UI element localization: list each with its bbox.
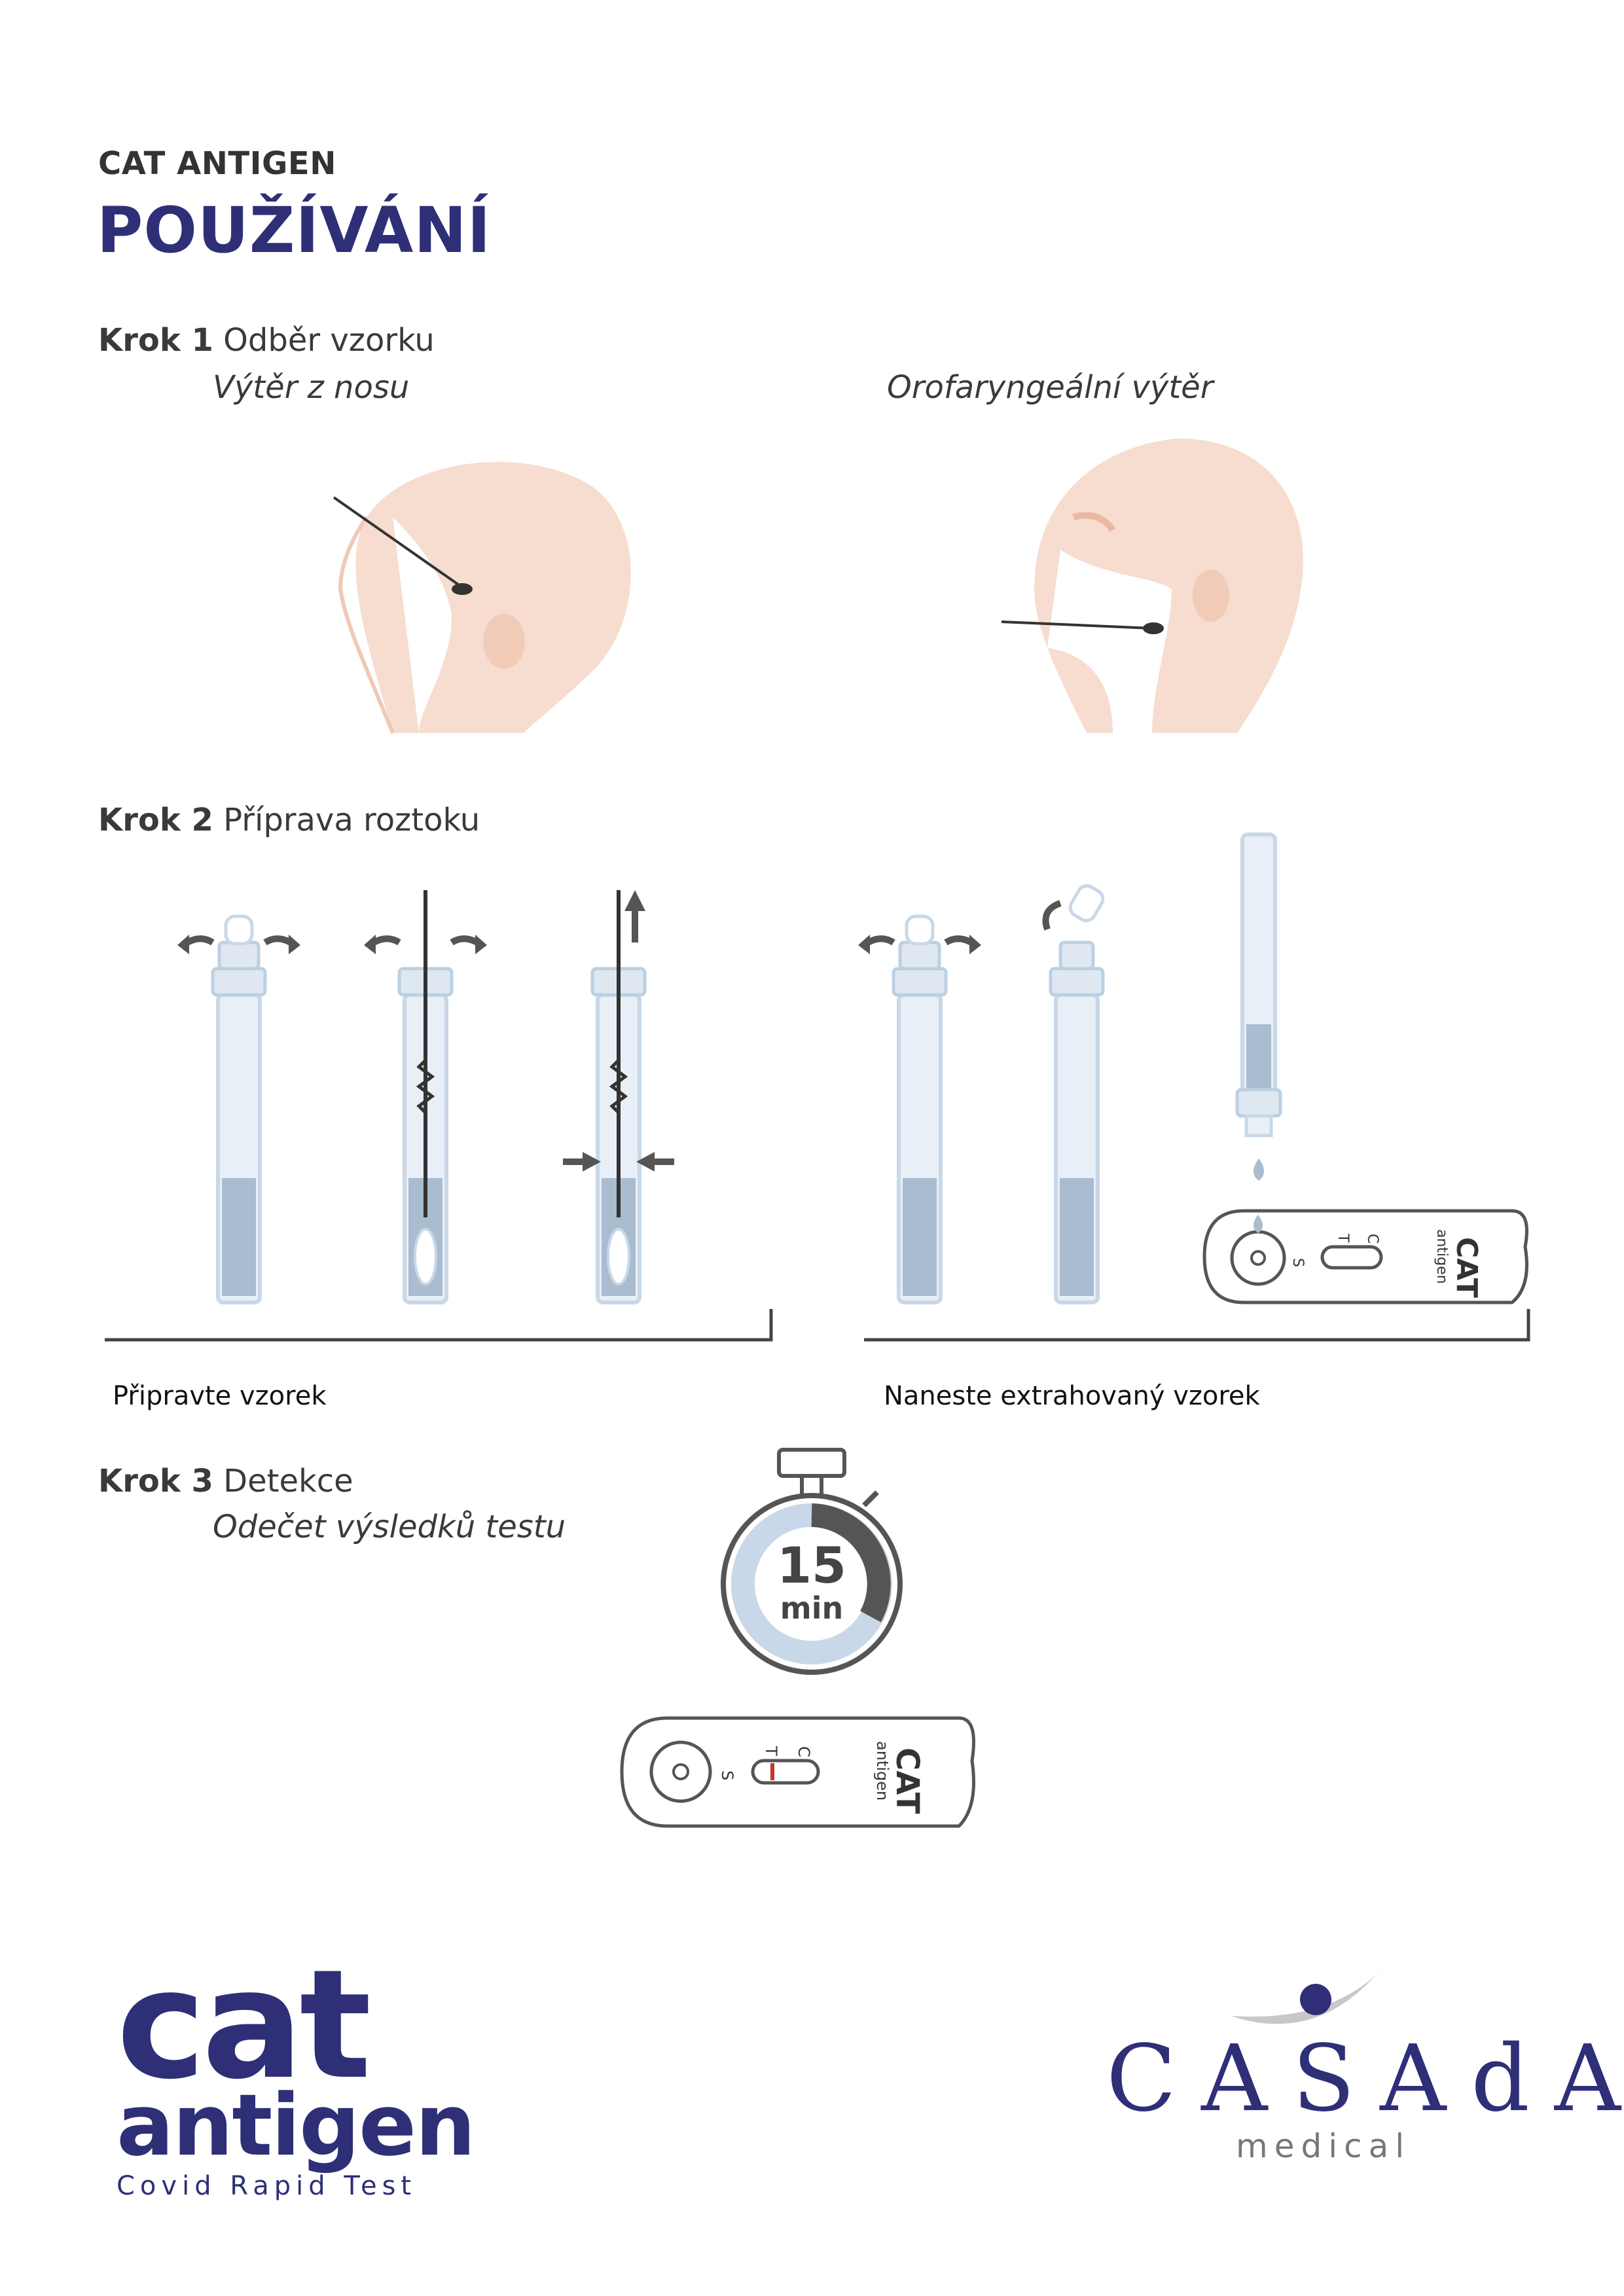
timer-unit: min xyxy=(780,1590,843,1626)
nasal-swab-illustration xyxy=(333,461,631,734)
tube-5-open xyxy=(1042,884,1106,1302)
step-3-sub: Odečet výsledků testu xyxy=(213,1509,566,1545)
cat-antigen-logo: cat antigen Covid Rapid Test xyxy=(117,1938,476,2202)
step-2-heading: Krok 2 Příprava roztoku xyxy=(98,802,480,838)
cassette-brand-top: CAT xyxy=(1450,1237,1483,1298)
step-3-label: Krok 3 xyxy=(98,1463,213,1499)
cassette-step2 xyxy=(1202,1209,1528,1304)
caption-apply: Naneste extrahovaný vzorek xyxy=(884,1381,1260,1411)
step-1-heading: Krok 1 Odběr vzorku xyxy=(98,322,435,359)
step-1-sub-right: Orofaryngeální výtěr xyxy=(887,369,1214,406)
logo-antigen-word: antigen xyxy=(117,2075,476,2175)
tube-3-squeeze xyxy=(563,890,674,1302)
logo-tagline: Covid Rapid Test xyxy=(117,2171,417,2201)
step-2-title: Příprava roztoku xyxy=(223,802,480,838)
tube-2-swab-rotate xyxy=(364,890,487,1302)
step-1-title: Odběr vzorku xyxy=(223,322,435,359)
casada-logo-word: CASAdA xyxy=(1106,2026,1624,2132)
cassette-t-mark: T xyxy=(1335,1233,1351,1243)
timer-icon xyxy=(721,1448,903,1675)
tube-4 xyxy=(858,916,981,1302)
cassette3-brand-bottom: antigen xyxy=(873,1741,892,1801)
bracket-right xyxy=(864,1309,1530,1342)
tube-1 xyxy=(177,916,300,1302)
timer-value: 15 xyxy=(777,1536,846,1594)
step-3-heading: Krok 3 Detekce xyxy=(98,1463,353,1499)
logo-cat-word: cat xyxy=(117,1938,371,2113)
cassette-s-mark: S xyxy=(1290,1258,1306,1267)
cassette3-s-mark: S xyxy=(718,1770,736,1780)
dropper-tube xyxy=(1235,833,1282,1181)
caption-prepare: Připravte vzorek xyxy=(113,1381,327,1411)
page-title: POUŽÍVÁNÍ xyxy=(97,194,492,267)
step-1-sub-left: Výtěr z nosu xyxy=(213,369,410,406)
oropharyngeal-swab-illustration xyxy=(1001,439,1303,733)
cassette-step3 xyxy=(620,1716,975,1828)
cassette3-brand-top: CAT xyxy=(889,1748,926,1814)
step-3-title: Detekce xyxy=(223,1463,353,1499)
cassette3-c-mark: C xyxy=(795,1746,813,1757)
step-1-label: Krok 1 xyxy=(98,322,213,359)
cassette-c-mark: C xyxy=(1364,1234,1380,1244)
cassette-brand-bottom: antigen xyxy=(1434,1229,1450,1284)
cassette3-t-mark: T xyxy=(762,1746,780,1756)
header-kicker: CAT ANTIGEN xyxy=(98,145,336,182)
casada-logo-sub: medical xyxy=(1236,2127,1411,2165)
casada-swoosh-icon xyxy=(1231,1965,1386,2024)
step-2-label: Krok 2 xyxy=(98,802,213,838)
bracket-left xyxy=(105,1309,773,1342)
